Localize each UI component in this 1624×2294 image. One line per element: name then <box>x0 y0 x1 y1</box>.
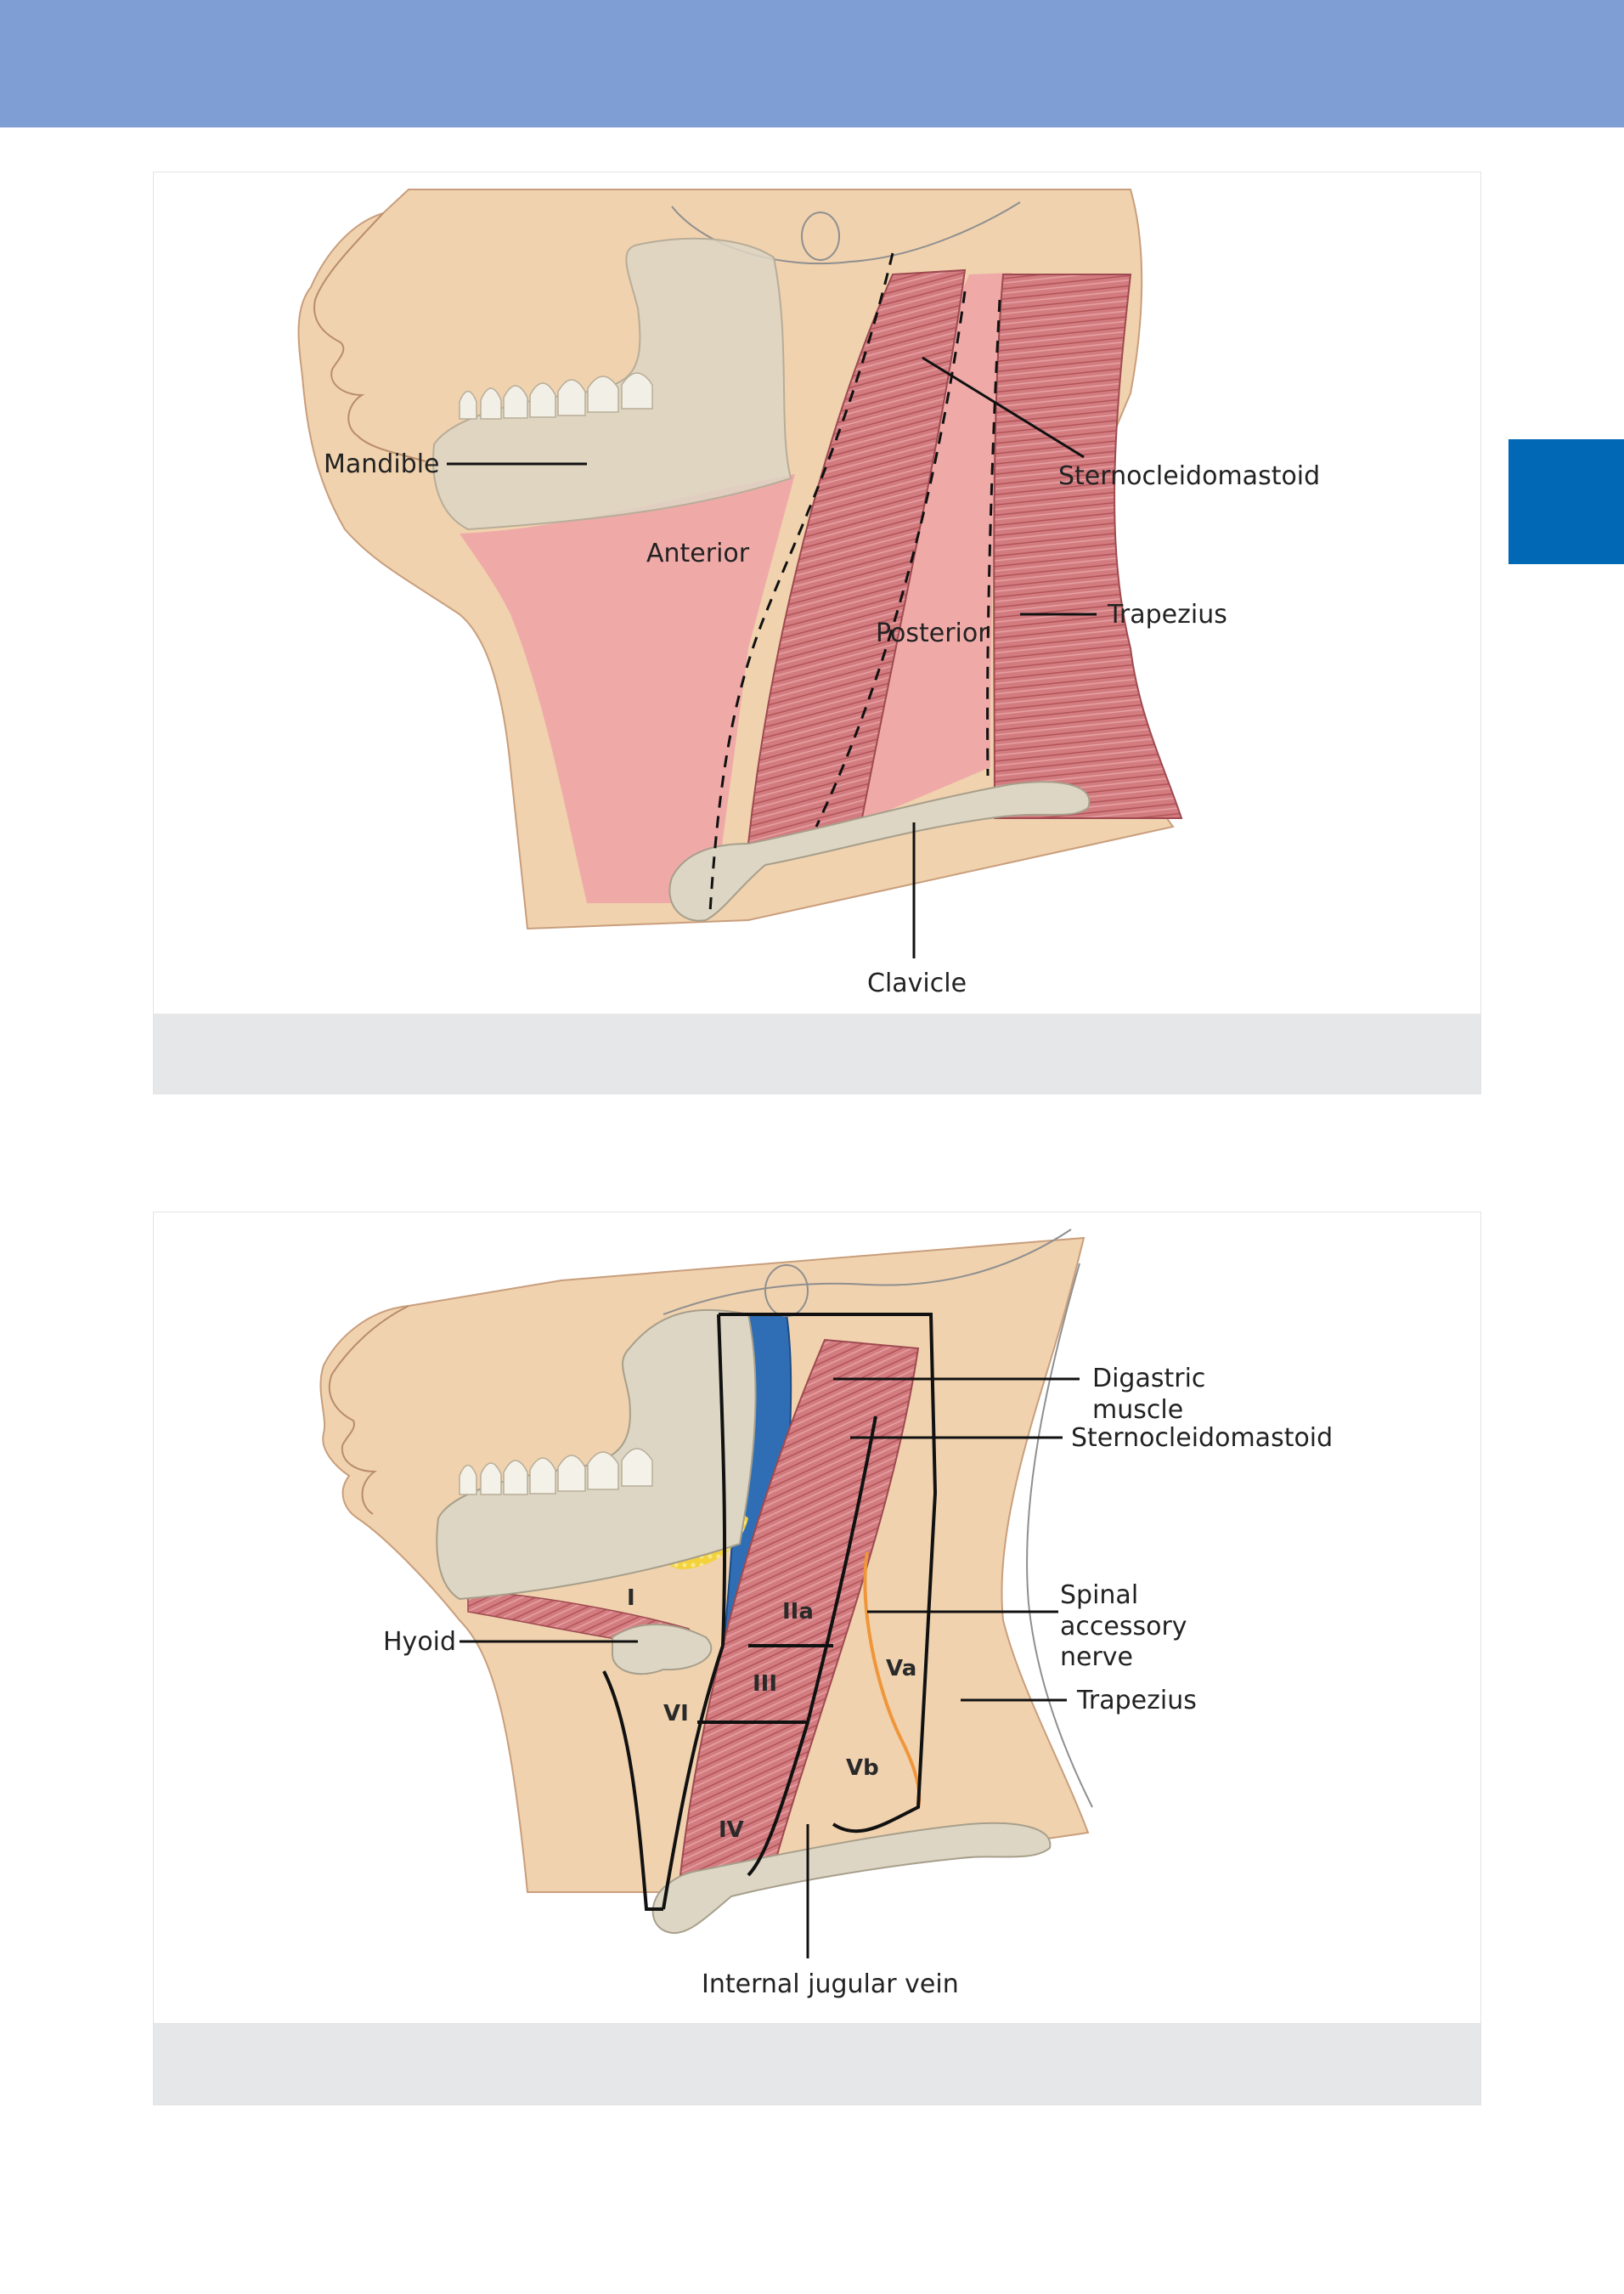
label-digastric-1: Digastric <box>1092 1364 1205 1393</box>
level-i: I <box>627 1585 635 1611</box>
level-iv: IV <box>719 1817 744 1843</box>
sternocleidomastoid-leader <box>922 356 1085 459</box>
neck-levels-illustration: Digastric muscle Sternocleidomastoid Spi… <box>319 1229 1333 1999</box>
face-profile <box>313 212 426 462</box>
figure-caption-bar <box>154 1014 1480 1093</box>
mandible-bone <box>436 1308 757 1601</box>
label-digastric-2: muscle <box>1092 1395 1183 1425</box>
label-hyoid: Hyoid <box>383 1627 456 1657</box>
label-spinal-1: Spinal <box>1060 1580 1138 1610</box>
label-anterior: Anterior <box>646 539 750 568</box>
label-sternocleidomastoid: Sternocleidomastoid <box>1058 461 1320 491</box>
anterior-boundary-dashed <box>708 252 894 913</box>
level-vi: VI <box>663 1701 689 1726</box>
hyoid-bone <box>612 1624 713 1675</box>
figure-neck-triangles: Mandible Anterior Posterior Sternocleido… <box>153 172 1481 1094</box>
anterior-triangle <box>460 474 795 903</box>
label-clavicle: Clavicle <box>867 969 967 998</box>
figure-caption-bar <box>154 2023 1480 2105</box>
teeth <box>459 372 653 420</box>
trapezius-muscle <box>993 274 1183 819</box>
figure-neck-levels: Digastric muscle Sternocleidomastoid Spi… <box>153 1212 1481 2105</box>
label-internal-jugular-vein: Internal jugular vein <box>702 1969 959 1999</box>
posterior-boundary-dashed <box>815 291 967 828</box>
face-profile <box>328 1305 409 1515</box>
header-band <box>0 0 1624 127</box>
label-posterior: Posterior <box>876 619 989 648</box>
level-iii: III <box>753 1671 777 1697</box>
spinal-accessory-nerve <box>863 1551 922 1808</box>
posterior-neck-line <box>1026 1263 1093 1808</box>
skull-outline <box>663 1229 1072 1315</box>
posterior-triangle <box>850 273 1012 827</box>
chapter-tab[interactable] <box>1508 439 1624 564</box>
level-iia: IIa <box>782 1599 814 1624</box>
level-vb: Vb <box>846 1755 879 1781</box>
label-mandible: Mandible <box>324 449 440 479</box>
label-trapezius: Trapezius <box>1076 1686 1197 1715</box>
clavicle-bone <box>651 1822 1052 1935</box>
clavicle-bone <box>668 781 1091 922</box>
level-boundaries <box>602 1313 938 1911</box>
label-sternocleidomastoid: Sternocleidomastoid <box>1071 1423 1333 1453</box>
label-trapezius: Trapezius <box>1107 600 1227 630</box>
neck-triangles-illustration: Mandible Anterior Posterior Sternocleido… <box>297 189 1320 998</box>
label-spinal-2: accessory <box>1060 1612 1187 1641</box>
level-va: Va <box>886 1656 916 1681</box>
mandible-bone <box>432 237 792 531</box>
teeth <box>459 1448 653 1495</box>
ear-ossicle <box>801 212 840 261</box>
label-spinal-3: nerve <box>1060 1642 1133 1672</box>
